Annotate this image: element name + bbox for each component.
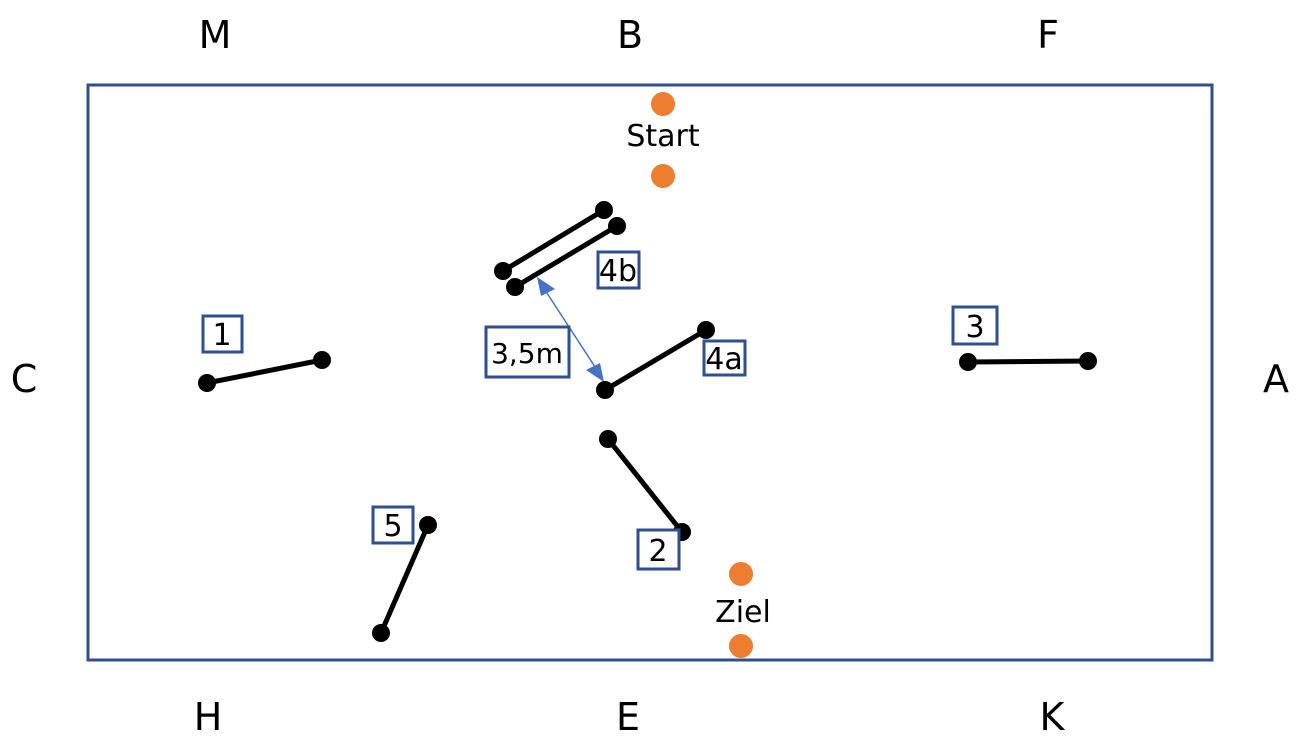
distance-arrow-line	[544, 289, 598, 371]
letter-c: C	[11, 357, 38, 401]
letter-m: M	[199, 13, 232, 57]
obstacle-3: 3	[951, 305, 1097, 371]
pole-3	[965, 358, 1091, 365]
obstacle-5-box	[371, 505, 415, 545]
finish-label: Ziel	[715, 595, 771, 630]
pole-1	[204, 357, 325, 386]
pole-3-end-left	[959, 353, 977, 371]
pole-4b-upper	[500, 207, 607, 274]
pole-2-end-top	[599, 430, 617, 448]
obstacle-3-label: 3	[965, 310, 984, 345]
pole-5-end-bottom	[372, 624, 390, 642]
obstacle-2-label: 2	[648, 534, 667, 569]
start-cone-bottom	[651, 164, 675, 188]
pole-3-end-right	[1079, 352, 1097, 370]
pole-4b-lower	[512, 223, 620, 290]
arena-border	[86, 83, 1214, 662]
distance-arrow-head-top	[537, 277, 555, 296]
distance-arrow-head-bottom	[586, 363, 604, 382]
finish-cone-bottom	[729, 634, 753, 658]
start-cone-top	[651, 92, 675, 116]
pole-4a-end-right	[697, 321, 715, 339]
obstacle-4a: 4a	[596, 321, 747, 399]
distance-label: 3,5m	[491, 337, 563, 370]
letter-k: K	[1040, 695, 1066, 739]
distance-arrow: 3,5m	[484, 277, 604, 382]
pole-4b-end-a	[494, 262, 512, 280]
obstacle-5-label: 5	[383, 509, 402, 544]
obstacle-4b-box	[596, 250, 641, 290]
obstacle-4b: 4b	[494, 201, 641, 296]
letter-f: F	[1037, 13, 1059, 57]
pole-5-end-top	[419, 516, 437, 534]
obstacle-1: 1	[198, 314, 331, 392]
pole-4b-end-c	[506, 278, 524, 296]
obstacle-5: 5	[371, 505, 437, 642]
letter-b: B	[617, 13, 643, 57]
start-label: Start	[626, 119, 700, 154]
obstacle-4b-label: 4b	[599, 254, 637, 289]
finish-cone-top	[729, 562, 753, 586]
pole-1-end-right	[313, 351, 331, 369]
pole-4b-end-d	[608, 217, 626, 235]
distance-label-box	[484, 325, 571, 379]
pole-4a	[602, 327, 709, 393]
letter-h: H	[194, 695, 223, 739]
pole-2	[605, 436, 685, 535]
obstacle-3-box	[951, 305, 999, 346]
letter-e: E	[616, 695, 640, 739]
obstacle-1-label: 1	[212, 318, 231, 353]
obstacle-1-box	[201, 314, 244, 354]
pole-4b-end-b	[595, 201, 613, 219]
obstacle-4a-box	[702, 339, 747, 377]
obstacle-4a-label: 4a	[705, 342, 742, 377]
obstacle-2-box	[636, 528, 681, 571]
pole-4a-end-left	[596, 381, 614, 399]
letter-a: A	[1263, 357, 1289, 401]
pole-5	[378, 522, 431, 636]
obstacle-2: 2	[599, 430, 691, 571]
pole-1-end-left	[198, 374, 216, 392]
